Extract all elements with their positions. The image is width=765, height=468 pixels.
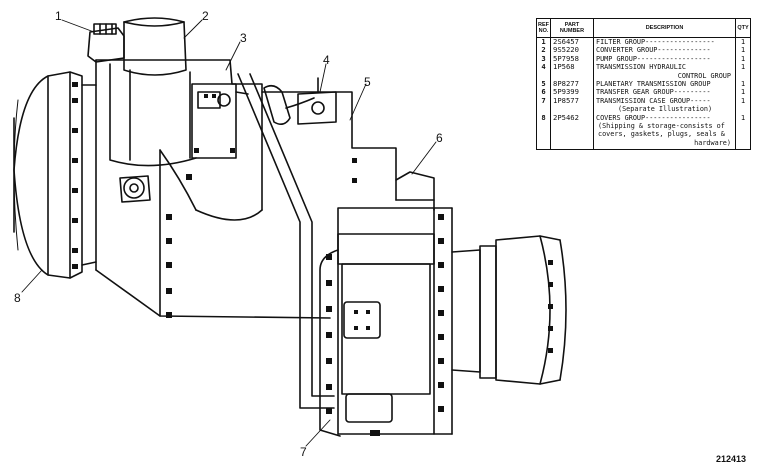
housing-bolts xyxy=(72,82,78,269)
transfer-gear xyxy=(395,171,435,211)
row-description-line2: (Shipping & storage-consists of xyxy=(598,122,725,131)
callout-6: 6 xyxy=(436,131,443,145)
transmission-case xyxy=(319,207,453,437)
row-description: TRANSMISSION CASE GROUP----- (Separate I… xyxy=(593,96,736,114)
row-part-number: 2P5462 xyxy=(550,113,594,151)
callout-4: 4 xyxy=(323,53,330,67)
row-description: PUMP GROUP------------------ xyxy=(593,54,736,64)
callout-7: 7 xyxy=(300,445,307,459)
table-row: 7 1P8577 TRANSMISSION CASE GROUP----- (S… xyxy=(536,96,751,114)
row-description: TRANSMISSION HYDRAULIC CONTROL GROUP xyxy=(593,63,736,81)
pump-group xyxy=(191,83,249,159)
callout-8: 8 xyxy=(14,291,21,305)
output-flange xyxy=(451,235,567,385)
hydraulic-control xyxy=(263,77,337,126)
header-ref-no: REF NO. xyxy=(536,18,551,38)
table-row: 6 5P9399 TRANSFER GEAR GROUP--------- 1 xyxy=(536,88,751,97)
row-ref: 8 xyxy=(536,113,551,151)
planetary-body xyxy=(95,59,397,319)
header-description: DESCRIPTION xyxy=(593,18,736,38)
row-qty: 1 xyxy=(735,79,751,89)
row-part-number: 1P8577 xyxy=(550,96,594,114)
row-description-line2: (Separate Illustration) xyxy=(618,105,713,114)
leader-lines xyxy=(21,19,437,447)
hydraulic-pipes xyxy=(237,73,335,409)
row-qty: 1 xyxy=(735,63,751,81)
row-part-number: 1P568 xyxy=(550,63,594,81)
header-qty: QTY xyxy=(735,18,751,38)
row-description: TRANSFER GEAR GROUP--------- xyxy=(593,88,736,97)
row-description: PLANETARY TRANSMISSION GROUP xyxy=(593,80,736,89)
case-bolts xyxy=(326,158,444,436)
row-qty: 1 xyxy=(735,88,751,97)
table-header-row: REF NO. PART NUMBER DESCRIPTION QTY xyxy=(536,18,751,38)
converter-body xyxy=(109,17,197,167)
row-description: CONVERTER GROUP------------- xyxy=(593,46,736,55)
callout-5: 5 xyxy=(364,75,371,89)
row-description-line4: hardware) xyxy=(694,138,731,147)
callout-2: 2 xyxy=(202,9,209,23)
table-row: 4 1P568 TRANSMISSION HYDRAULIC CONTROL G… xyxy=(536,63,751,81)
table-row: 1 2S6457 FILTER GROUP----------------- 1 xyxy=(536,37,751,47)
table-row: 5 8P8277 PLANETARY TRANSMISSION GROUP 1 xyxy=(536,79,751,89)
row-ref: 7 xyxy=(536,96,551,114)
table-row: 8 2P5462 COVERS GROUP---------------- (S… xyxy=(536,113,751,151)
row-description-line2: CONTROL GROUP xyxy=(677,71,731,80)
row-description-line1: TRANSMISSION HYDRAULIC xyxy=(596,63,687,72)
row-qty: 1 xyxy=(735,54,751,64)
callout-3: 3 xyxy=(240,31,247,45)
drawing-number: 212413 xyxy=(716,454,747,464)
filter-group xyxy=(87,23,125,63)
converter-housing xyxy=(13,59,97,279)
header-part-number: PART NUMBER xyxy=(550,18,594,38)
table-row: 3 5P7958 PUMP GROUP------------------ 1 xyxy=(536,54,751,64)
row-qty: 1 xyxy=(735,113,751,151)
row-description-line1: TRANSMISSION CASE GROUP----- xyxy=(596,96,711,105)
row-qty: 1 xyxy=(735,96,751,114)
row-qty: 1 xyxy=(735,45,751,55)
row-ref: 4 xyxy=(536,63,551,81)
table-row: 2 9S5220 CONVERTER GROUP------------- 1 xyxy=(536,45,751,55)
valve xyxy=(119,175,151,203)
parts-list-table: REF NO. PART NUMBER DESCRIPTION QTY 1 2S… xyxy=(536,18,751,151)
row-qty: 1 xyxy=(735,37,751,47)
row-description: COVERS GROUP---------------- (Shipping &… xyxy=(593,113,736,151)
row-description-line1: COVERS GROUP---------------- xyxy=(596,113,711,122)
callout-1: 1 xyxy=(55,9,62,23)
row-description: FILTER GROUP----------------- xyxy=(593,37,736,47)
row-description-line3: covers, gaskets, plugs, seals & xyxy=(598,130,725,139)
